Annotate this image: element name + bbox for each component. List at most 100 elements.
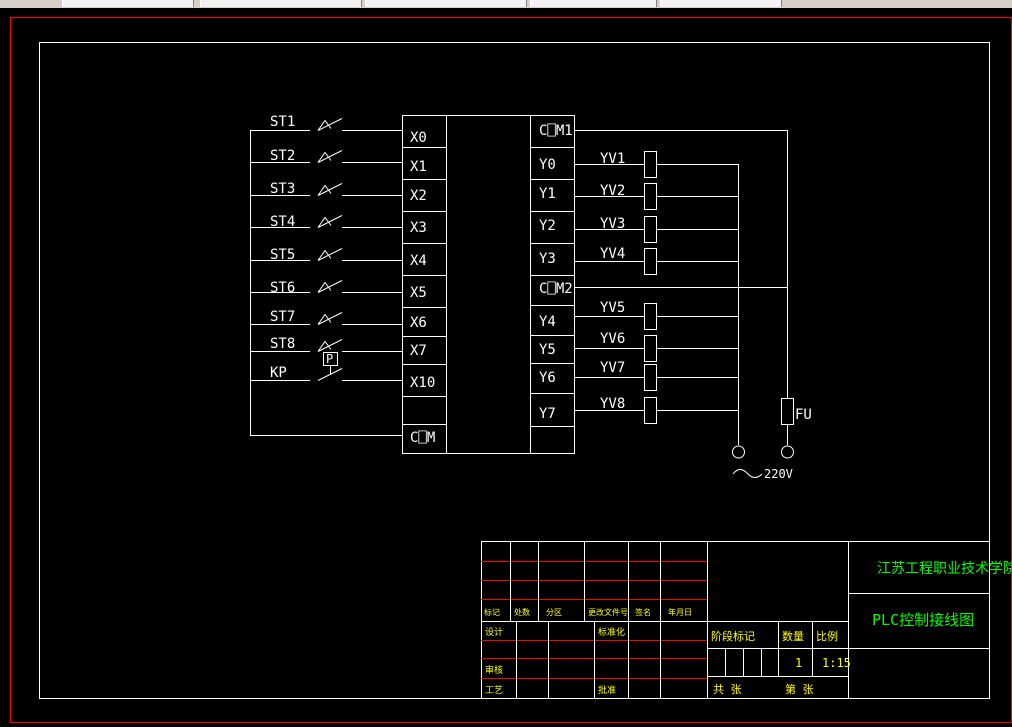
limit-switch-marker [317, 340, 332, 352]
solenoid-valve [644, 248, 657, 275]
limit-switch-marker [317, 249, 332, 261]
revision-header: 处数 [514, 607, 530, 617]
title-block-frame [481, 541, 990, 699]
output-terminal-label: C⎕M1 [539, 123, 573, 139]
output-terminal-label: Y7 [539, 406, 556, 422]
switch-contact [317, 339, 343, 352]
valve-label: YV3 [600, 216, 625, 232]
output-terminal-label: Y3 [539, 251, 556, 267]
plc-body [402, 115, 575, 454]
revision-header: 分区 [546, 608, 562, 617]
input-terminal-label: X6 [410, 315, 427, 331]
input-label: ST2 [270, 148, 295, 164]
valve-label: YV7 [600, 360, 625, 376]
toolbar-tab[interactable] [62, 0, 194, 7]
school-name: 江苏工程职业技术学院 [877, 561, 1012, 577]
drawing-frame [39, 42, 990, 699]
switch-contact [317, 280, 343, 293]
revision-header: 签名 [635, 607, 651, 617]
switch-contact [317, 248, 343, 261]
switch-contact [317, 368, 343, 381]
supply-label: 220V [764, 467, 793, 481]
valve-label: YV4 [600, 246, 625, 262]
output-terminal-label: Y4 [539, 314, 556, 330]
output-terminal-label: Y1 [539, 186, 556, 202]
toolbar-tab[interactable] [660, 0, 782, 7]
approve-label: 批准 [598, 684, 616, 696]
solenoid-valve [644, 151, 657, 178]
quantity-value: 1 [795, 656, 802, 670]
valve-label: YV6 [600, 331, 625, 347]
ac-symbol [732, 469, 763, 478]
switch-contact [317, 183, 343, 196]
output-terminal-label: Y2 [539, 218, 556, 234]
input-terminal-label: X0 [410, 130, 427, 146]
total-sheets-label: 共 张 [713, 683, 742, 696]
limit-switch-marker [317, 119, 332, 131]
input-terminal-label: X10 [410, 375, 435, 391]
standardize-label: 标准化 [598, 626, 625, 638]
output-terminal-label: Y0 [539, 157, 556, 173]
sheet-number-label: 第 张 [785, 682, 814, 696]
switch-contact [317, 312, 343, 325]
output-terminal-label: Y5 [539, 342, 556, 358]
switch-contact [317, 215, 343, 228]
input-label: KP [270, 365, 287, 381]
fuse-label: FU [795, 407, 812, 423]
fuse [781, 398, 794, 425]
input-terminal-label: X1 [410, 159, 427, 175]
limit-switch-marker [317, 313, 332, 325]
toolbar-tab[interactable] [365, 0, 527, 7]
limit-switch-marker [317, 216, 332, 228]
input-label: ST4 [270, 214, 295, 230]
solenoid-valve [644, 335, 657, 362]
input-terminal-label: X7 [410, 343, 427, 359]
valve-label: YV5 [600, 300, 625, 316]
input-label: ST5 [270, 247, 295, 263]
toolbar-tab[interactable] [530, 0, 657, 7]
input-common-label: C⎕M [410, 430, 435, 446]
input-terminal-label: X3 [410, 220, 427, 236]
output-terminal-label: Y6 [539, 370, 556, 386]
input-label: ST3 [270, 181, 295, 197]
input-label: ST1 [270, 114, 295, 130]
valve-label: YV1 [600, 151, 625, 167]
switch-contact [317, 118, 343, 131]
design-label: 设计 [485, 626, 503, 638]
switch-contact [317, 150, 343, 163]
solenoid-valve [644, 303, 657, 330]
drawing-title: PLC控制接线图 [872, 611, 974, 629]
solenoid-valve [644, 216, 657, 243]
input-label: ST8 [270, 336, 295, 352]
stage-mark-label: 阶段标记 [711, 629, 755, 643]
craft-label: 工艺 [485, 685, 503, 696]
input-label: ST6 [270, 280, 295, 296]
input-terminal-label: X2 [410, 188, 427, 204]
limit-switch-marker [317, 184, 332, 196]
pressure-symbol-box [323, 352, 338, 366]
toolbar-strip [0, 0, 1012, 8]
valve-label: YV8 [600, 396, 625, 412]
toolbar-tab[interactable] [200, 0, 362, 7]
solenoid-valve [644, 397, 657, 424]
limit-switch-marker [317, 281, 332, 293]
supply-terminal [732, 445, 745, 459]
revision-header: 更改文件号 [588, 607, 628, 617]
revision-header: 标记 [484, 607, 500, 617]
valve-label: YV2 [600, 183, 625, 199]
output-terminal-label: C⎕M2 [539, 281, 573, 297]
review-label: 审核 [485, 664, 503, 676]
solenoid-valve [644, 364, 657, 391]
scale-value: 1:15 [822, 656, 851, 670]
supply-terminal [781, 445, 794, 459]
pressure-symbol: P [326, 352, 333, 366]
input-terminal-label: X4 [410, 253, 427, 269]
limit-switch-marker [317, 151, 332, 163]
scale-label: 比例 [816, 629, 838, 643]
quantity-label: 数量 [782, 630, 804, 643]
input-label: ST7 [270, 309, 295, 325]
input-terminal-label: X5 [410, 285, 427, 301]
